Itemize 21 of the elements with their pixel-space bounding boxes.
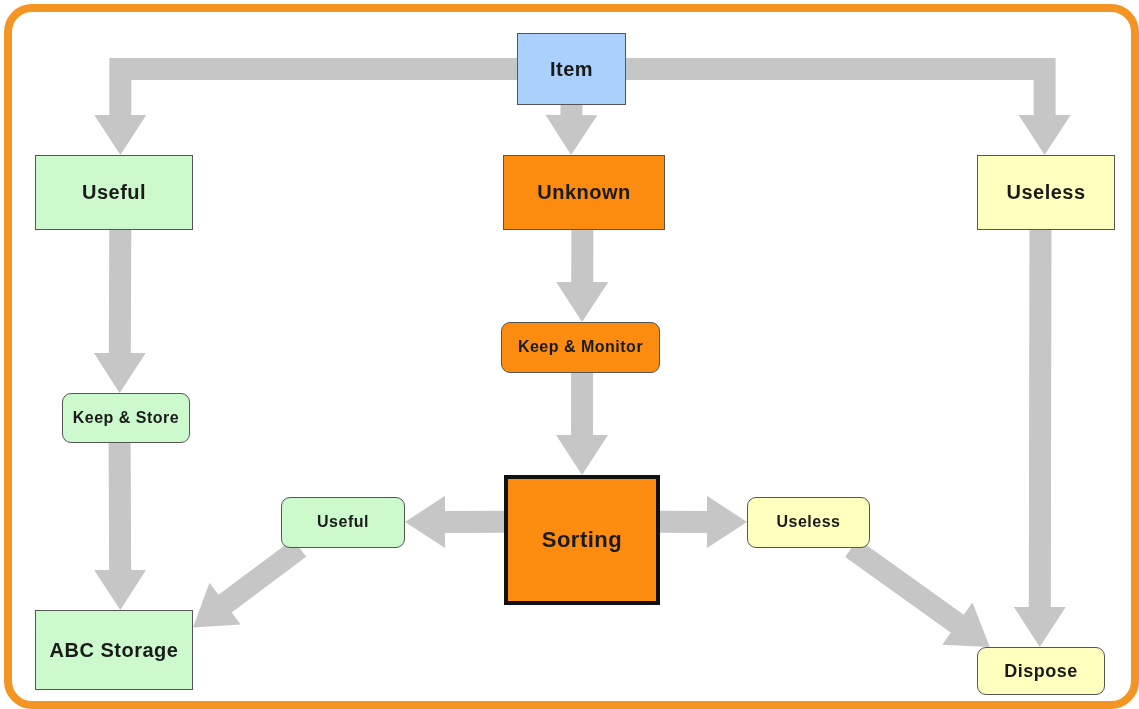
process-box: Useless (977, 155, 1115, 230)
process-box: Dispose (977, 647, 1105, 695)
arrow (94, 442, 147, 611)
process-box: Sorting (504, 475, 660, 605)
process-box: Useless (747, 497, 870, 548)
arrow (556, 373, 609, 475)
process-box: Keep & Store (62, 393, 190, 443)
arrow (404, 495, 505, 548)
process-box: Item (517, 33, 626, 105)
arrow (93, 229, 146, 394)
arrow (545, 104, 598, 156)
process-box: ABC Storage (35, 610, 193, 690)
process-box: Useful (281, 497, 405, 548)
arrow (94, 58, 517, 155)
process-box: Keep & Monitor (501, 322, 660, 373)
arrow (556, 229, 609, 323)
process-box: Unknown (503, 155, 665, 230)
arrow (659, 495, 748, 548)
process-box: Useful (35, 155, 193, 230)
arrow (626, 58, 1071, 155)
arrow (1013, 229, 1066, 648)
